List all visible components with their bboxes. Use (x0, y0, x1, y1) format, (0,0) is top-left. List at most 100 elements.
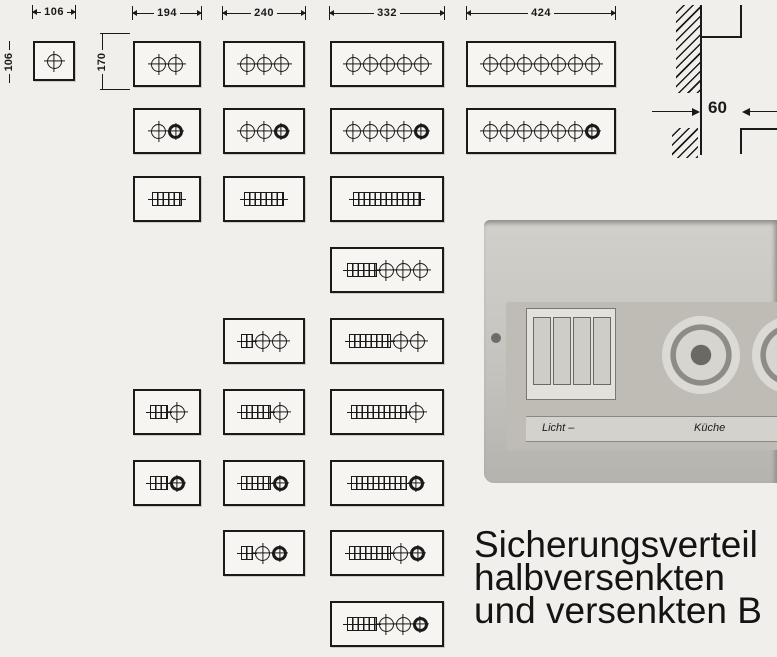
switch-symbol-icon (533, 123, 549, 139)
switch-symbol-icon (255, 333, 270, 349)
panel-breaker-fuse (133, 460, 201, 506)
dim-panel-height: 170 (95, 34, 109, 91)
switch-symbol-icon (362, 56, 378, 72)
switch-symbol-icon (168, 56, 183, 72)
breaker-symbol-icon (345, 546, 395, 560)
caption-heading: Sicherungsverteil halbversenkten und ver… (474, 528, 777, 627)
breaker-symbol-icon (345, 334, 395, 348)
switch-symbol-icon (482, 56, 498, 72)
dim-col4-width: 424 (465, 6, 617, 20)
panel-breaker3-fuse (223, 460, 305, 506)
switch-symbol-icon (499, 123, 515, 139)
distribution-board-photo: Licht – Küche (484, 220, 777, 483)
panel-7-switch (466, 41, 616, 87)
breaker-symbol-icon (236, 476, 275, 490)
switch-symbol-icon (396, 56, 412, 72)
switch-symbol-icon (550, 56, 566, 72)
caption-line-3: und versenkten B (474, 590, 762, 627)
panel-breaker-3 (133, 176, 201, 222)
switch-symbol-icon (378, 262, 394, 278)
dim-col2-width: 240 (221, 6, 307, 20)
caption-line-2: halbversenkten (474, 557, 725, 598)
wall-hatch-top (676, 5, 700, 93)
circuit-breakers (526, 308, 616, 400)
recess-front-line (740, 128, 777, 130)
switch-symbol-icon (46, 53, 62, 69)
dim-arrow-right-head (742, 108, 750, 116)
panel-2-switch (133, 41, 201, 87)
caption-line-1: Sicherungsverteil (474, 528, 758, 565)
circuit-label-licht: Licht – (542, 422, 575, 434)
switch-symbol-icon (408, 404, 424, 420)
switch-symbol-icon (378, 616, 394, 632)
recess-depth-label: 60 (708, 98, 727, 117)
panel-breaker3-3switch (330, 247, 444, 293)
switch-symbol-icon (412, 262, 428, 278)
panel-single-switch (33, 41, 75, 81)
switch-symbol-icon (396, 123, 412, 139)
panel-breaker3-switch (223, 389, 305, 435)
panel-height-ext-top (100, 33, 130, 34)
breaker-symbol-icon (240, 192, 288, 206)
fuse-symbol-icon (273, 123, 289, 139)
fuse-symbol-icon (168, 123, 183, 139)
breaker-symbol-icon (349, 192, 425, 206)
switch-symbol-icon (273, 56, 289, 72)
switch-symbol-icon (393, 333, 408, 349)
switch-symbol-icon (567, 56, 583, 72)
panel-breaker1-switch-fuse (223, 530, 305, 576)
fuse-symbol-icon (408, 475, 424, 491)
panel-breaker5-switch (330, 389, 444, 435)
switch-symbol-icon (272, 404, 288, 420)
panel-2-switch-fuse (223, 108, 305, 154)
screw-icon (491, 333, 501, 343)
panel-5-switch (330, 41, 444, 87)
switch-symbol-icon (516, 123, 532, 139)
recess-top-line (700, 36, 742, 38)
switch-symbol-icon (362, 123, 378, 139)
breaker-symbol-icon (145, 476, 172, 490)
breaker-symbol-icon (236, 405, 275, 419)
fuse-symbol-icon (584, 123, 600, 139)
switch-symbol-icon (410, 333, 425, 349)
recess-bottom-back (740, 128, 742, 154)
circuit-label-kueche: Küche (694, 422, 726, 434)
switch-symbol-icon (239, 56, 255, 72)
switch-symbol-icon (345, 123, 361, 139)
breaker-symbol-icon (342, 617, 381, 631)
breaker-symbol-icon (145, 405, 172, 419)
fuse-symbol-icon (169, 475, 185, 491)
panel-breaker-7 (330, 176, 444, 222)
wall-line (700, 5, 702, 155)
switch-symbol-icon (379, 56, 395, 72)
switch-symbol-icon (482, 123, 498, 139)
panel-height-ext-bot (100, 89, 130, 90)
panel-switch-fuse (133, 108, 201, 154)
panel-breaker4-2switch (330, 318, 444, 364)
circuit-label-strip: Licht – Küche (526, 416, 777, 442)
switch-symbol-icon (567, 123, 583, 139)
panel-breaker5-fuse (330, 460, 444, 506)
panel-breaker-4 (223, 176, 305, 222)
fuse-holder-icon (662, 316, 740, 394)
switch-symbol-icon (379, 123, 395, 139)
breaker-symbol-icon (342, 263, 381, 277)
fuse-symbol-icon (272, 475, 288, 491)
switch-symbol-icon (516, 56, 532, 72)
switch-symbol-icon (393, 545, 408, 561)
switch-symbol-icon (413, 56, 429, 72)
fuse-symbol-icon (412, 616, 428, 632)
switch-symbol-icon (255, 545, 270, 561)
dim-col3-width: 332 (328, 6, 446, 20)
breaker-symbol-icon (148, 192, 186, 206)
recess-back-line (740, 5, 742, 38)
switch-symbol-icon (151, 56, 166, 72)
panel-breaker4-switch-fuse (330, 530, 444, 576)
dim-col1-width: 194 (131, 6, 203, 20)
switch-symbol-icon (395, 616, 411, 632)
switch-symbol-icon (239, 123, 255, 139)
dim-arrow-right (750, 111, 777, 112)
switch-symbol-icon (256, 56, 272, 72)
panel-breaker-switch (133, 389, 201, 435)
switch-symbol-icon (550, 123, 566, 139)
